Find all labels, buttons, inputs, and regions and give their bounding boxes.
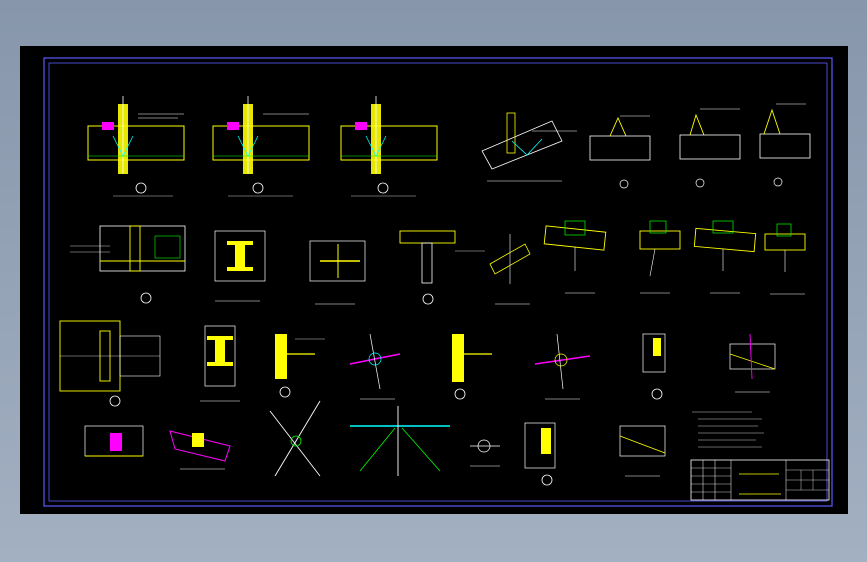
cad-drawing-sheet bbox=[20, 46, 848, 514]
detail-14 bbox=[275, 334, 325, 398]
gusset-detail bbox=[619, 425, 666, 477]
title-block bbox=[690, 459, 830, 501]
detail-19 bbox=[84, 425, 144, 457]
detail-10 bbox=[639, 220, 681, 294]
detail-8 bbox=[399, 230, 485, 305]
detail-20 bbox=[169, 430, 231, 470]
detail-18 bbox=[642, 333, 666, 400]
inner-frame bbox=[48, 62, 828, 502]
detail-17 bbox=[534, 333, 591, 400]
detail-13 bbox=[59, 320, 161, 407]
detail-6 bbox=[759, 103, 811, 187]
detail-5 bbox=[679, 108, 741, 188]
detail-3 bbox=[340, 96, 438, 197]
small-connection-detail bbox=[470, 439, 500, 467]
detail-12 bbox=[764, 223, 806, 295]
detail-4 bbox=[589, 115, 651, 189]
detail-15 bbox=[349, 333, 401, 400]
detail-7 bbox=[70, 225, 186, 304]
detail-16 bbox=[452, 334, 492, 400]
section-3-3 bbox=[489, 234, 531, 305]
notes-block bbox=[692, 411, 764, 448]
detail-1-1-section bbox=[481, 112, 577, 182]
section-4-4 bbox=[200, 325, 240, 402]
detail-11 bbox=[693, 220, 757, 294]
detail-9 bbox=[543, 220, 607, 294]
section-5-5 bbox=[729, 333, 776, 393]
outer-frame bbox=[43, 57, 833, 507]
plate-detail bbox=[524, 422, 556, 486]
section-1-1 bbox=[214, 230, 266, 302]
section-2-2 bbox=[309, 240, 366, 305]
detail-1 bbox=[87, 96, 185, 197]
truss-node-detail bbox=[350, 406, 450, 476]
detail-2 bbox=[212, 96, 310, 197]
brace-cross-detail bbox=[269, 400, 321, 477]
